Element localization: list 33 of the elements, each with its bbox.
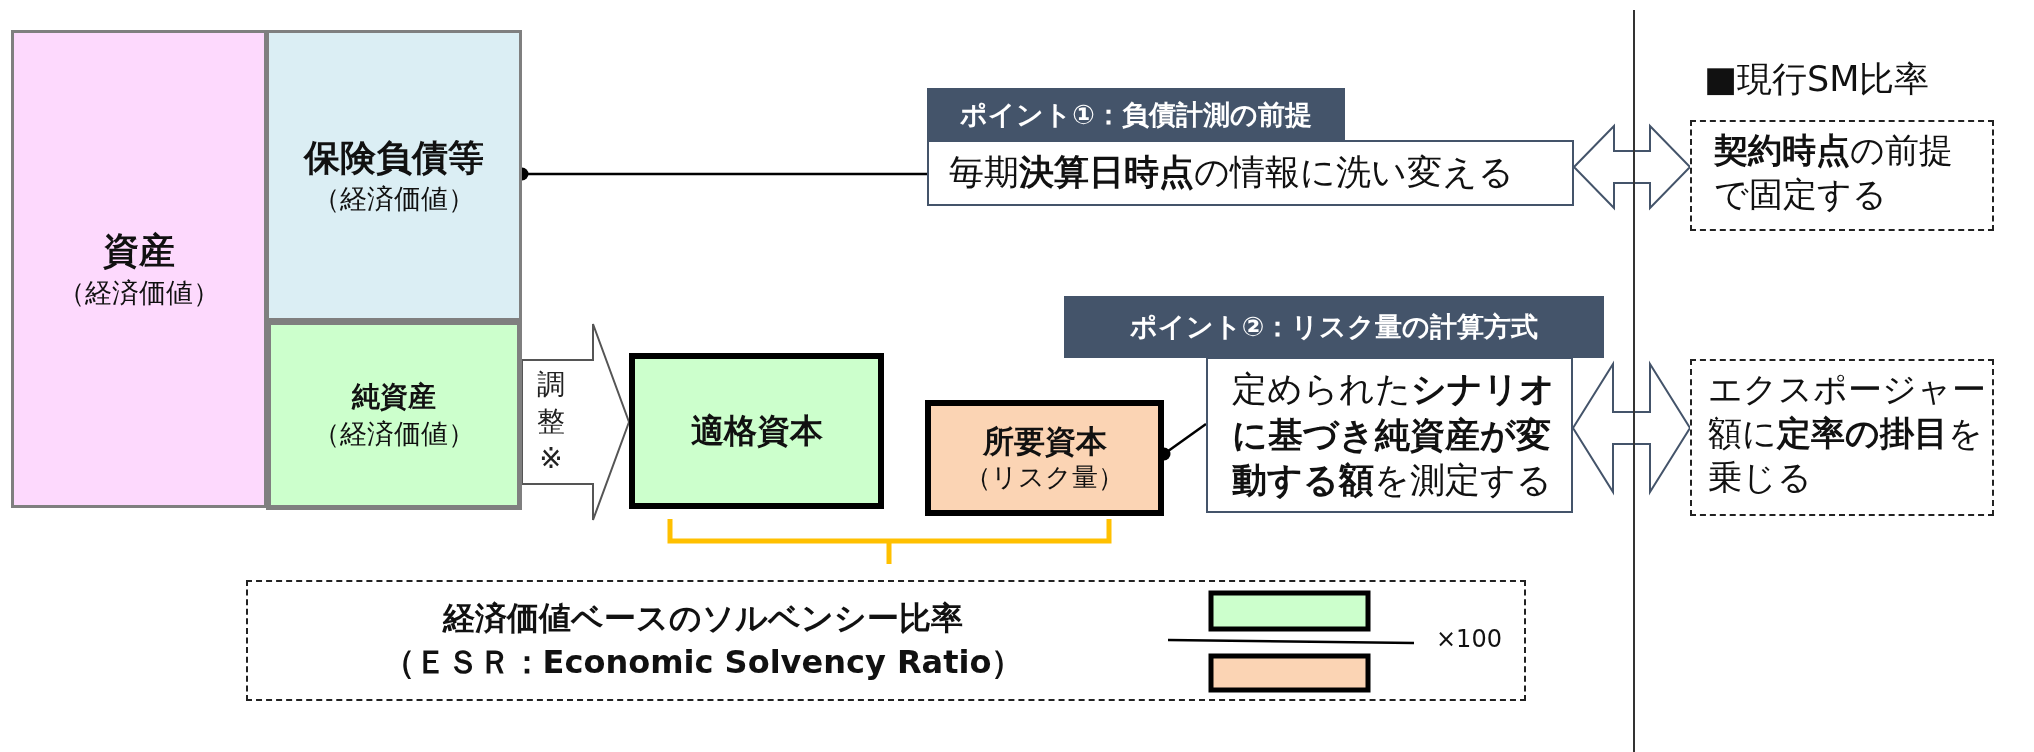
box-subtitle: （経済価値） bbox=[313, 182, 475, 217]
box-subtitle: （リスク量） bbox=[965, 461, 1124, 495]
box-title: 所要資本 bbox=[982, 421, 1107, 461]
box-title: 資産 bbox=[103, 229, 175, 274]
header-text: ポイント②：リスク量の計算方式 bbox=[1129, 310, 1539, 345]
dashed-box bbox=[1690, 120, 1994, 231]
liability-box bbox=[266, 30, 522, 321]
section-heading: ■現行SM比率 bbox=[1704, 62, 1930, 97]
point-text: 毎期決算日時点の情報に洗い変える bbox=[949, 151, 1515, 194]
capital-box bbox=[629, 353, 884, 509]
point-text: 定められたシナリオに基づき純資産が変動する額を測定する bbox=[1232, 368, 1555, 502]
net-asset-box bbox=[266, 320, 522, 510]
formula-title: 経済価値ベースのソルベンシー比率 bbox=[441, 598, 964, 639]
box-title: 適格資本 bbox=[690, 409, 823, 452]
asset-box bbox=[11, 30, 267, 508]
double-arrow bbox=[1571, 360, 1692, 496]
double-arrow bbox=[1572, 123, 1692, 211]
point-header bbox=[1064, 296, 1604, 358]
formula-box bbox=[246, 580, 1526, 701]
box-subtitle: （経済価値） bbox=[58, 275, 220, 310]
formula-subtitle: （ＥＳＲ：Economic Solvency Ratio） bbox=[381, 642, 1025, 683]
box-title: 純資産 bbox=[352, 379, 436, 416]
box-title: 保険負債等 bbox=[304, 135, 484, 180]
note-text: エクスポージャー額に定率の掛目を乗じる bbox=[1708, 368, 1987, 500]
point-box bbox=[927, 140, 1574, 206]
dashed-box bbox=[1690, 359, 1994, 516]
note-text: 契約時点の前提で固定する bbox=[1714, 129, 1954, 217]
header-text: ポイント①：負債計測の前提 bbox=[960, 97, 1312, 132]
capital-box bbox=[925, 400, 1164, 516]
multiplier-text: ×100 bbox=[1436, 624, 1502, 655]
point-box bbox=[1206, 357, 1573, 513]
point-header bbox=[927, 88, 1345, 141]
box-subtitle: （経済価値） bbox=[313, 416, 475, 451]
